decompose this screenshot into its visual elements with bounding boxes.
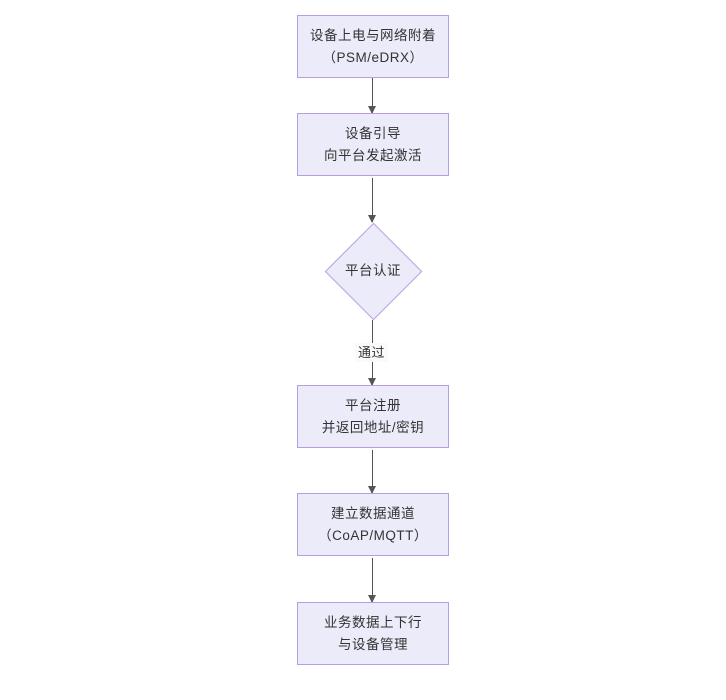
flow-connector-power-to-bootstrap [368, 77, 376, 114]
flow-connector-bootstrap-to-auth [368, 178, 376, 223]
flow-node-label-line1: 业务数据上下行 [324, 614, 422, 630]
flow-node-device-power-on[interactable]: 设备上电与网络附着 （PSM/eDRX） [297, 15, 449, 78]
flow-node-business-data-and-device-management[interactable]: 业务数据上下行 与设备管理 [297, 602, 449, 665]
flow-node-platform-authentication[interactable]: 平台认证 [324, 222, 422, 320]
flow-node-label-line1: 设备引导 [345, 125, 401, 141]
flow-node-label-line2: 与设备管理 [338, 636, 408, 652]
flow-node-label-line2: （CoAP/MQTT） [318, 527, 428, 543]
arrowhead-icon [368, 486, 376, 494]
arrowhead-icon [368, 595, 376, 603]
flow-node-label-line1: 平台认证 [345, 263, 401, 278]
flow-node-label-line1: 建立数据通道 [331, 505, 415, 521]
arrowhead-icon [368, 215, 376, 223]
flow-connector-channel-to-business [368, 558, 376, 603]
flow-node-label-line2: 并返回地址/密钥 [321, 419, 425, 435]
arrowhead-icon [368, 106, 376, 114]
flow-node-label-line1: 平台注册 [345, 397, 401, 413]
flow-connector-register-to-channel [368, 450, 376, 494]
flow-node-label-line2: （PSM/eDRX） [322, 49, 424, 65]
flow-node-device-bootstrap[interactable]: 设备引导 向平台发起激活 [297, 113, 449, 176]
flow-node-label-line2: 向平台发起激活 [324, 147, 422, 163]
flow-edge-label-pass: 通过 [355, 343, 389, 362]
flow-node-label-line1: 设备上电与网络附着 [310, 27, 436, 43]
flow-node-platform-registration[interactable]: 平台注册 并返回地址/密钥 [297, 385, 449, 448]
arrowhead-icon [368, 378, 376, 386]
flow-node-establish-data-channel[interactable]: 建立数据通道 （CoAP/MQTT） [297, 493, 449, 556]
